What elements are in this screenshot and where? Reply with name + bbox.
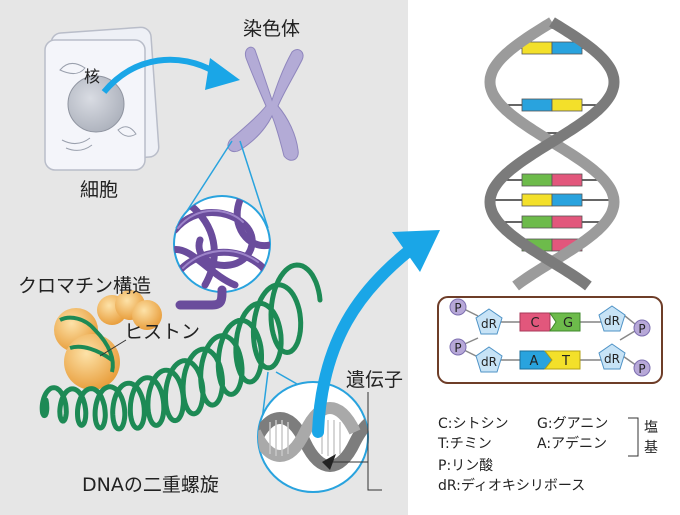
helix-base-right (551, 98, 583, 112)
legend-bases-label-2: 基 (644, 439, 658, 456)
phosphate-circle (633, 359, 651, 377)
phosphate-circle (449, 298, 467, 316)
legend-a: A:アデニン (537, 435, 607, 452)
histone-label: ヒストン (124, 321, 200, 343)
legend-c: C:シトシン (438, 416, 509, 432)
sugar-label: dR (604, 314, 620, 328)
helix-base-right (551, 173, 583, 187)
dna-coil (39, 262, 323, 432)
base-pair-box: P P P P dR dR dR dR C G A T (437, 296, 663, 384)
deoxyribose-pentagon (475, 308, 503, 335)
thymine-base (543, 350, 581, 370)
cell-label: 細胞 (80, 179, 118, 201)
phosphate-circle (449, 338, 467, 356)
sugar-label: dR (604, 352, 620, 366)
histone-cluster (54, 290, 162, 390)
chromatin-label: クロマチン構造 (18, 275, 151, 297)
sugar-label: dR (481, 355, 497, 369)
phosphate-label: P (638, 322, 645, 336)
helix-base-right (551, 215, 583, 229)
legend-p: P:リン酸 (438, 458, 493, 474)
phosphate-circle (633, 319, 651, 337)
legend-bases-label-1: 塩 (644, 420, 658, 436)
helix-strand-front (484, 17, 620, 291)
nucleus (67, 75, 125, 133)
zoom-line-right (239, 140, 269, 229)
dna-helix-label: DNAの二重螺旋 (82, 474, 219, 496)
nucleus-label: 核 (84, 67, 100, 86)
gene-to-helix-arrow (312, 244, 416, 438)
base-label-c: C (530, 316, 539, 331)
guanine-base (549, 312, 581, 332)
phosphate-label: P (454, 341, 461, 355)
chromatin-fiber (175, 285, 227, 310)
chromatin-zoom-circle (173, 195, 271, 293)
helix-base-left (521, 98, 553, 112)
gene-bracket-line (333, 461, 382, 491)
gene-to-helix-arrow-head-icon (392, 230, 440, 272)
double-helix (484, 17, 620, 291)
phosphate-label: P (638, 362, 645, 376)
deoxyribose-pentagon (475, 346, 503, 373)
helix-base-left (521, 193, 553, 207)
gene-zoom-circle (257, 381, 369, 493)
helix-base-left (521, 215, 553, 229)
helix-base-left (521, 173, 553, 187)
deoxyribose-pentagon (598, 343, 626, 370)
cell-illustration (44, 26, 160, 171)
base-label-a: A (530, 354, 539, 369)
legend-bases-bracket (628, 417, 639, 457)
base-label-g: G (563, 316, 573, 331)
nucleus-to-chromosome-arrow (101, 56, 217, 94)
gene-label: 遺伝子 (346, 369, 403, 391)
helix-strand-back (484, 17, 620, 291)
gene-pointer-arrow-icon (322, 454, 336, 470)
legend-dr: dR:ディオキシリボース (438, 477, 585, 494)
helix-base-right (551, 193, 583, 207)
chromosome-label: 染色体 (243, 18, 300, 40)
legend-t: T:チミン (437, 436, 492, 452)
sugar-label: dR (481, 317, 497, 331)
deoxyribose-pentagon (598, 305, 626, 332)
histone-pointer-line (99, 339, 127, 357)
arrow-head-icon (205, 58, 240, 90)
base-label-t: T (561, 354, 570, 369)
legend: C:シトシン G:グアニン T:チミン A:アデニン P:リン酸 dR:ディオキ… (437, 416, 658, 494)
phosphate-label: P (454, 301, 461, 315)
chromosome-illustration (227, 46, 304, 161)
legend-g: G:グアニン (537, 416, 608, 432)
